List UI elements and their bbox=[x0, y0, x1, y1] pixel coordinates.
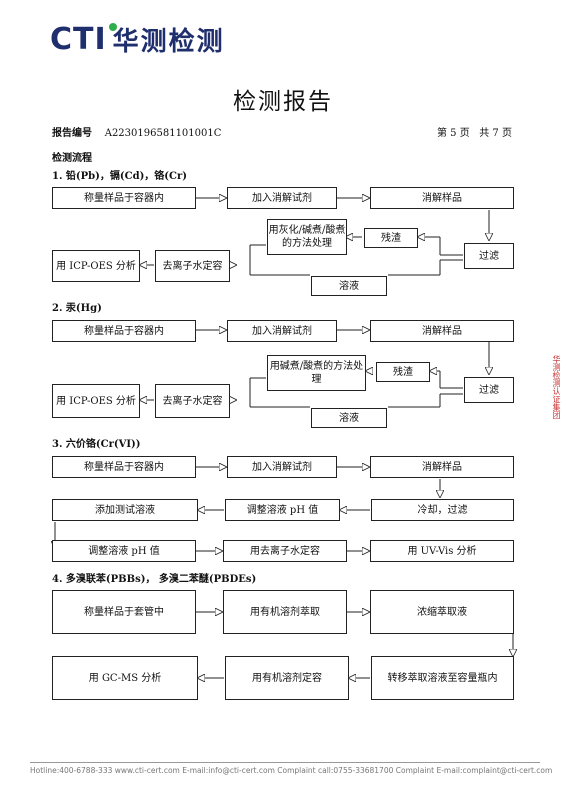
s2-box-weigh: 称量样品于容器内 bbox=[52, 320, 196, 342]
s2-box-dilute: 去离子水定容 bbox=[155, 384, 230, 418]
s1-box-filter: 过滤 bbox=[464, 243, 514, 269]
process-title: 检测流程 bbox=[52, 153, 92, 164]
report-number: 报告编号 A2230196581101001C bbox=[52, 124, 221, 139]
s3-box-add-test-solution: 添加测试溶液 bbox=[52, 499, 198, 521]
s2-box-add-reagent: 加入消解试剂 bbox=[227, 320, 337, 342]
s2-box-residue: 残渣 bbox=[376, 362, 430, 382]
report-title: 检测报告 bbox=[233, 89, 333, 115]
footer-divider bbox=[30, 762, 540, 763]
s3-box-add-reagent: 加入消解试剂 bbox=[227, 456, 337, 478]
s1-box-dilute: 去离子水定容 bbox=[155, 250, 230, 282]
s2-box-filter: 过滤 bbox=[464, 377, 514, 403]
s3-box-adjust-ph-2: 调整溶液 pH 值 bbox=[52, 540, 196, 562]
report-number-value: A2230196581101001C bbox=[104, 128, 222, 139]
logo-latin: CTI bbox=[50, 21, 107, 57]
s4-box-concentrate: 浓缩萃取液 bbox=[370, 590, 514, 634]
s1-box-weigh: 称量样品于容器内 bbox=[52, 187, 196, 209]
s1-box-digest: 消解样品 bbox=[370, 187, 514, 209]
logo-dot-icon bbox=[109, 23, 117, 31]
s4-box-dilute: 用有机溶剂定容 bbox=[225, 656, 349, 700]
s3-box-weigh: 称量样品于容器内 bbox=[52, 456, 196, 478]
s1-box-residue: 残渣 bbox=[364, 228, 418, 248]
s3-box-digest: 消解样品 bbox=[370, 456, 514, 478]
s2-box-solution: 溶液 bbox=[311, 408, 387, 428]
s2-box-digest: 消解样品 bbox=[370, 320, 514, 342]
s4-box-gcms: 用 GC-MS 分析 bbox=[52, 656, 198, 700]
section-1-heading: 1. 铅(Pb)，镉(Cd)，铬(Cr) bbox=[52, 171, 187, 182]
s3-box-dilute: 用去离子水定容 bbox=[223, 540, 347, 562]
s3-box-adjust-ph: 调整溶液 pH 值 bbox=[225, 499, 340, 521]
logo-chinese: 华测检测 bbox=[112, 26, 225, 57]
company-logo: CTI 华测检测 bbox=[50, 18, 225, 60]
s1-box-add-reagent: 加入消解试剂 bbox=[227, 187, 337, 209]
footer-contact: Hotline:400-6788-333 www.cti-cert.com E-… bbox=[30, 766, 553, 775]
s1-box-treatment: 用灰化/碱煮/酸煮的方法处理 bbox=[267, 219, 347, 255]
s4-box-transfer: 转移萃取溶液至容量瓶内 bbox=[371, 656, 514, 700]
s2-box-treatment: 用碱煮/酸煮的方法处理 bbox=[267, 355, 366, 391]
s3-box-uv-vis: 用 UV-Vis 分析 bbox=[370, 540, 514, 562]
section-4-heading: 4. 多溴联苯(PBBs)， 多溴二苯醚(PBDEs) bbox=[52, 574, 257, 585]
section-3-heading: 3. 六价铬(Cr(VI)) bbox=[52, 439, 141, 450]
seal-stamp: 华测检测认证集团 bbox=[552, 355, 561, 419]
s1-box-icp: 用 ICP-OES 分析 bbox=[52, 250, 140, 282]
s4-box-extract: 用有机溶剂萃取 bbox=[223, 590, 347, 634]
s1-box-solution: 溶液 bbox=[311, 276, 387, 296]
page-info: 第 5 页 共 7 页 bbox=[437, 128, 512, 139]
s4-box-weigh: 称量样品于套管中 bbox=[52, 590, 196, 634]
s2-box-icp: 用 ICP-OES 分析 bbox=[52, 384, 140, 418]
s3-box-cool-filter: 冷却，过滤 bbox=[371, 499, 514, 521]
section-2-heading: 2. 汞(Hg) bbox=[52, 303, 102, 314]
report-number-label: 报告编号 bbox=[52, 128, 92, 139]
